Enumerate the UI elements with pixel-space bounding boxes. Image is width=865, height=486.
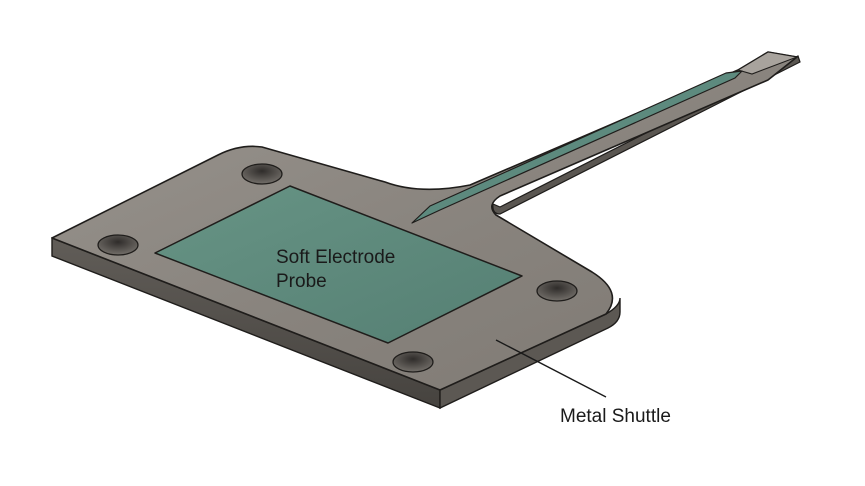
soft-electrode-probe-label: Soft Electrode Probe [276,247,396,292]
probe-tip-bevel [736,51,800,75]
mounting-hole-1 [241,163,283,185]
shuttle-leader-line [495,339,607,398]
shuttle-side-face-right [439,297,621,410]
mounting-hole-4 [392,351,434,373]
mounting-hole-2 [97,234,139,256]
metal-shuttle-label: Metal Shuttle [560,406,671,427]
metal-shuttle [51,51,798,391]
probe-shank [411,70,743,224]
mounting-hole-3 [536,280,578,302]
soft-electrode-probe [154,185,523,344]
